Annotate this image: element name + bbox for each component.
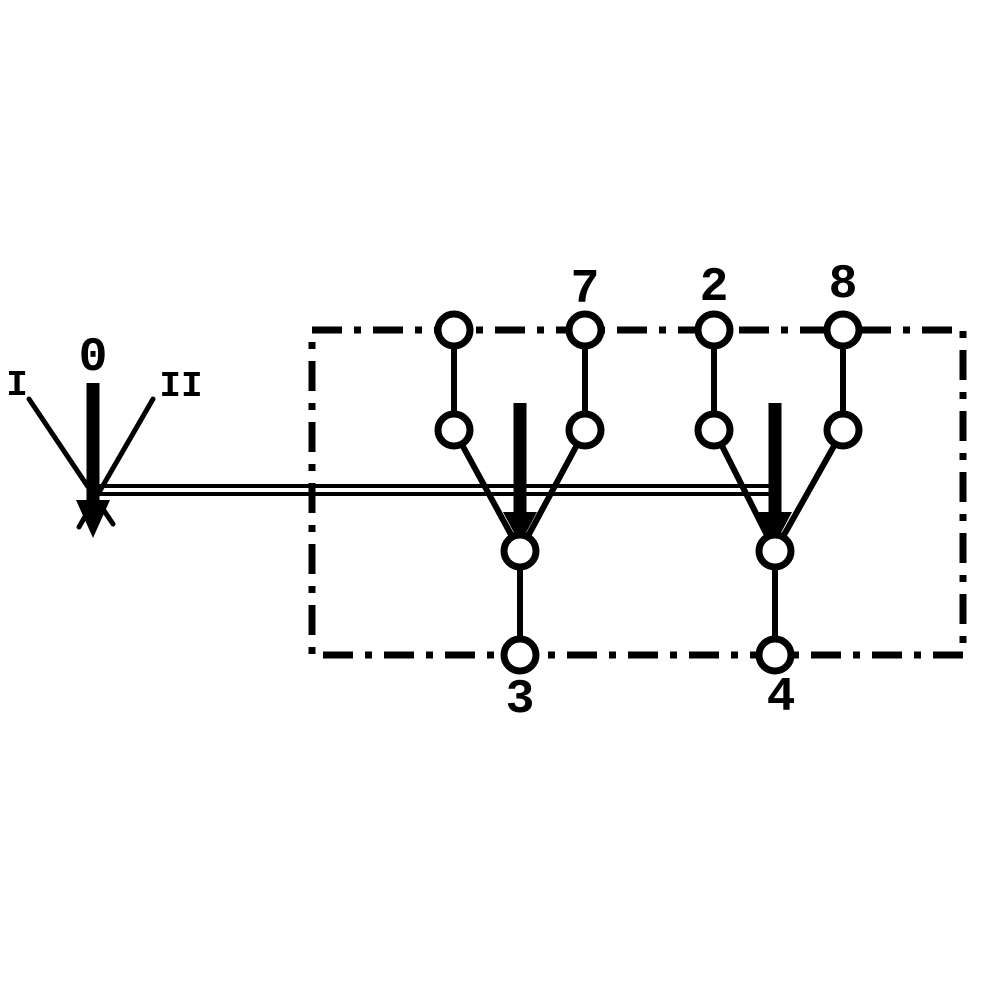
lever-arrow-head [76, 500, 110, 538]
terminal-label-2: 2 [700, 261, 729, 315]
lever-label-II: II [159, 366, 202, 407]
terminal-label-7: 7 [571, 263, 600, 317]
node-top-2 [694, 310, 734, 350]
lever-actuator [26, 383, 156, 538]
node-top-7 [565, 310, 605, 350]
pole-actuation-arrows [503, 403, 792, 544]
labels: 7 2 8 3 4 0 I II [6, 258, 857, 727]
terminal-label-3: 3 [506, 673, 535, 727]
node-fixed-left-a [434, 410, 474, 450]
node-bottom-3 [500, 635, 540, 675]
mechanical-linkage [93, 484, 775, 496]
node-top-unlabeled [434, 310, 474, 350]
node-fixed-right-b [823, 410, 863, 450]
terminal-label-4: 4 [767, 671, 796, 725]
node-top-8 [823, 310, 863, 350]
movable-contact-right-b [772, 428, 846, 553]
movable-contact-left-b [517, 428, 588, 553]
node-fixed-left-b [565, 410, 605, 450]
node-bottom-4 [755, 635, 795, 675]
node-pivot-left [500, 531, 540, 571]
lever-label-I: I [6, 365, 28, 406]
terminal-label-8: 8 [829, 258, 858, 312]
node-fixed-right-a [694, 410, 734, 450]
pole-left-arrow-head [503, 512, 537, 544]
lever-label-0: 0 [79, 331, 108, 385]
movable-contact-right-a [711, 428, 778, 553]
movable-contact-left-a [451, 428, 523, 553]
node-pivot-right [755, 531, 795, 571]
pole-right-arrow-head [758, 512, 792, 544]
contact-nodes [434, 310, 863, 675]
